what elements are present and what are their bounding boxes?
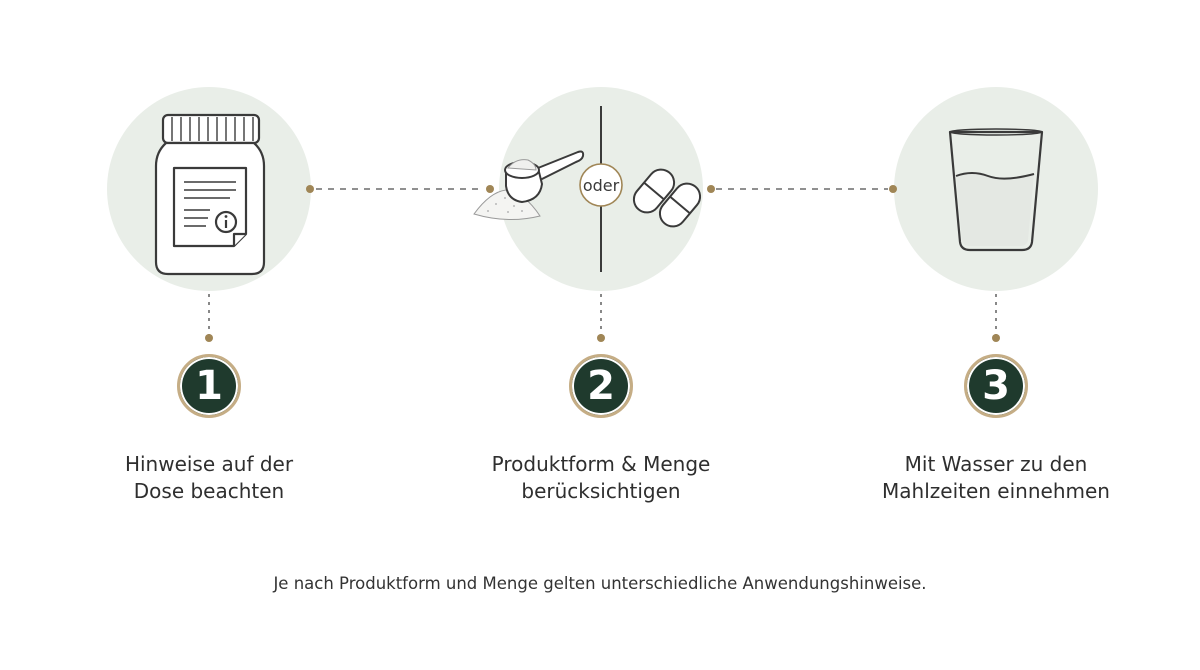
step-1-number-badge: 1 bbox=[177, 354, 241, 418]
step-2-label-line-2: berücksichtigen bbox=[521, 479, 681, 503]
jar-with-info-label-icon bbox=[154, 113, 266, 276]
step-3-label-line-1: Mit Wasser zu den bbox=[904, 452, 1088, 476]
step-1-label-line-1: Hinweise auf der bbox=[124, 452, 294, 476]
step-3-number-badge: 3 bbox=[964, 354, 1028, 418]
oder-label: oder bbox=[583, 176, 620, 195]
connector-dots bbox=[306, 185, 897, 193]
vertical-connectors bbox=[208, 294, 997, 336]
step-1-label-line-2: Dose beachten bbox=[133, 479, 285, 503]
step-2-number: 2 bbox=[587, 363, 615, 409]
step-2-label: Produktform & Menge berücksichtigen bbox=[451, 451, 751, 505]
step-3-number: 3 bbox=[982, 363, 1010, 409]
step-1-label: Hinweise auf der Dose beachten bbox=[59, 451, 359, 505]
step-3-label-line-2: Mahlzeiten einnehmen bbox=[882, 479, 1110, 503]
footnote: Je nach Produktform und Menge gelten unt… bbox=[273, 574, 927, 593]
step-2-number-badge: 2 bbox=[569, 354, 633, 418]
vertical-connector-dots bbox=[205, 334, 1000, 342]
powder-scoop-or-capsules-icon: oder bbox=[473, 106, 702, 272]
glass-of-water-icon bbox=[948, 128, 1044, 252]
step-1-number: 1 bbox=[195, 363, 223, 409]
step-3-label: Mit Wasser zu den Mahlzeiten einnehmen bbox=[846, 451, 1146, 505]
step-2-label-line-1: Produktform & Menge bbox=[491, 452, 711, 476]
